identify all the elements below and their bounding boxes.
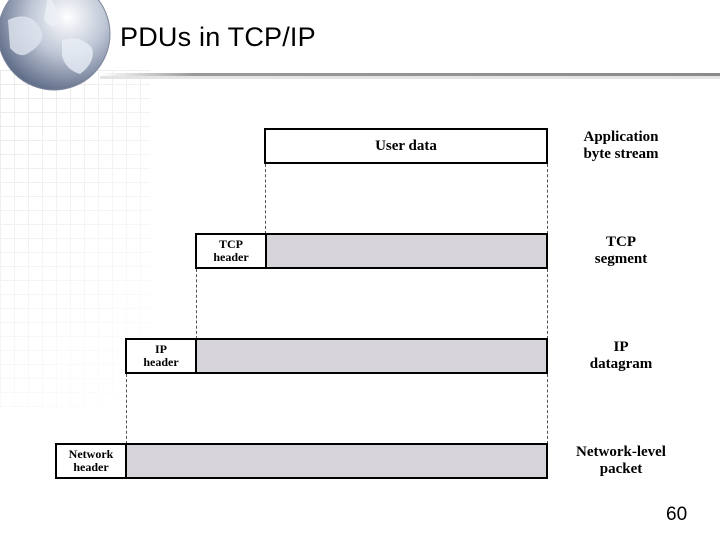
ip-payload-box — [195, 338, 548, 374]
network-level-packet-label: Network-level packet — [576, 444, 666, 477]
dashed-guide-tcp-left — [196, 269, 197, 339]
network-payload-box — [125, 443, 548, 479]
dashed-guide-userdata-left — [265, 164, 266, 234]
page-number: 60 — [666, 504, 688, 525]
network-header-box: Network header — [55, 443, 127, 479]
title-underline — [100, 73, 720, 79]
slide-title: PDUs in TCP/IP — [120, 22, 316, 52]
ip-datagram-label: IP datagram — [589, 339, 653, 372]
dashed-guide-ip-left — [126, 374, 127, 444]
user-data-box: User data — [264, 128, 548, 164]
tcp-payload-box — [265, 233, 548, 269]
dashed-guide-ip-right — [547, 374, 548, 444]
tcp-segment-label: TCP segment — [594, 234, 648, 267]
user-data-label: User data — [375, 137, 437, 154]
globe-icon — [0, 0, 111, 91]
ip-header-box: IP header — [125, 338, 197, 374]
application-byte-stream-label: Application byte stream — [583, 129, 659, 162]
dashed-guide-tcp-right — [547, 269, 548, 339]
tcp-header-box: TCP header — [195, 233, 267, 269]
dashed-guide-userdata-right — [547, 164, 548, 234]
